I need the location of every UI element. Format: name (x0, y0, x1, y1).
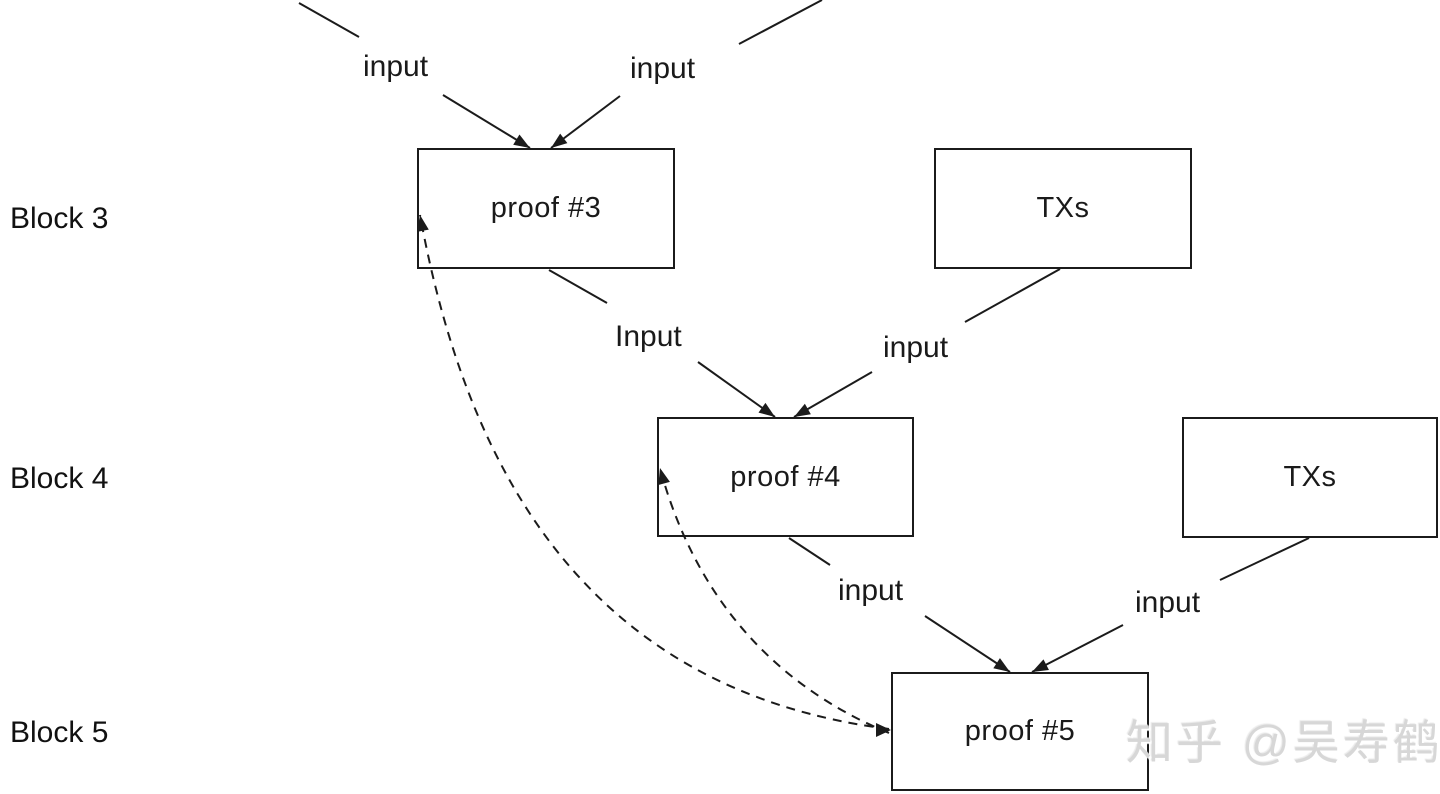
proof-4-box: proof #4 (657, 417, 914, 537)
edge-proof4-to-input-label (788, 537, 831, 566)
edge-label-row3-left: input (838, 574, 904, 607)
arrow-input-right-to-proof5 (1031, 624, 1124, 673)
arrow-input-left-to-proof4 (697, 361, 776, 418)
dashed-curve-proof5-to-proof4 (658, 467, 890, 734)
edge-txs3-to-input-label (964, 268, 1061, 323)
txs-block4-label: TXs (1283, 461, 1337, 493)
edge-from-offscreen-txs2 (738, 0, 823, 45)
zhihu-watermark: 知乎 @吴寿鹤 (1126, 716, 1440, 769)
arrow-input-right-to-proof4 (793, 371, 873, 418)
txs-block3-label: TXs (1036, 192, 1090, 224)
edge-txs4-to-input-label (1219, 537, 1310, 581)
edge-label-row3-right: input (1135, 586, 1201, 619)
arrow-input-right-to-proof3 (550, 95, 621, 149)
edge-proof3-to-input-label (548, 269, 608, 304)
dashed-arrowhead-into-proof5 (876, 723, 891, 737)
dashed-curve-proof5-to-proof3 (416, 214, 890, 730)
edge-label-row2-right: input (883, 331, 949, 364)
edge-from-offscreen-proof2 (298, 2, 360, 38)
edge-label-row2-left: Input (615, 320, 682, 353)
proof-4-label: proof #4 (730, 460, 841, 493)
txs-block3-box: TXs (934, 148, 1192, 269)
arrow-input-left-to-proof5 (924, 615, 1011, 673)
proof-5-box: proof #5 (891, 672, 1149, 791)
block-3-label: Block 3 (10, 202, 109, 235)
proof-5-label: proof #5 (964, 715, 1076, 747)
proof-3-box: proof #3 (417, 148, 675, 269)
arrow-input-left-to-proof3 (442, 94, 531, 149)
edge-label-row1-right: input (630, 52, 696, 85)
block-4-label: Block 4 (10, 462, 109, 495)
block-5-label: Block 5 (10, 716, 109, 749)
txs-block4-box: TXs (1182, 417, 1438, 538)
proof-3-label: proof #3 (490, 192, 602, 224)
edge-label-row1-left: input (363, 50, 429, 83)
